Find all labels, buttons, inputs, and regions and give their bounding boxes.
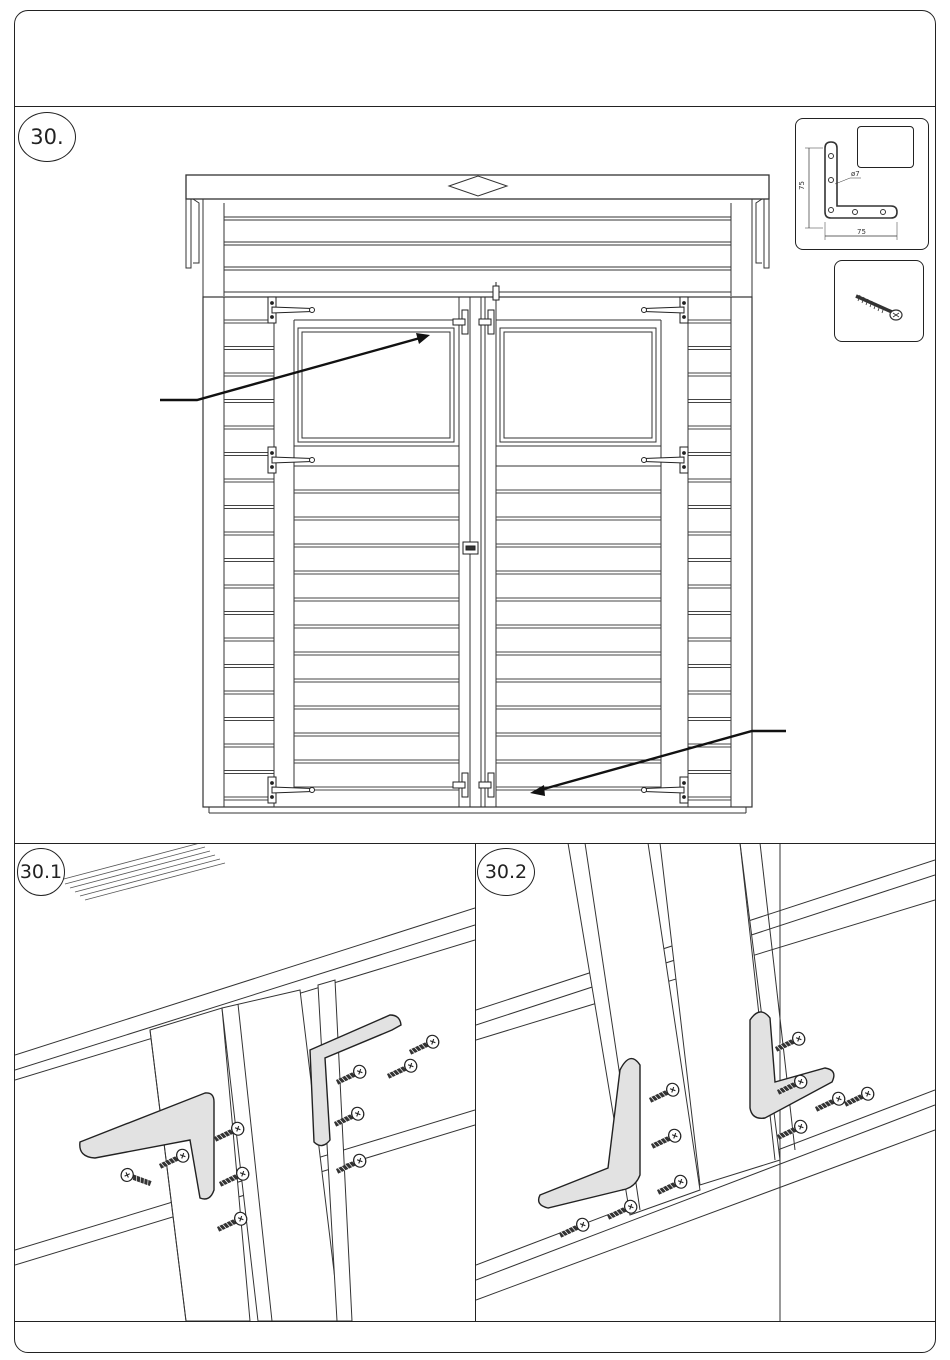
step-number-badge: 30. (18, 112, 76, 162)
detail-30-1 (15, 843, 475, 1321)
bracket-height-label: 75 (798, 181, 806, 190)
screw (773, 1030, 807, 1055)
screw-icon (834, 260, 924, 342)
bracket-30-2-left (539, 1059, 640, 1208)
quantity-box (857, 126, 914, 168)
bracket-part-box: 75 75 ø7 (795, 118, 929, 250)
detail-30-2 (476, 843, 935, 1321)
screw-part-box (834, 260, 924, 342)
substep-badge-30-2: 30.2 (477, 848, 535, 896)
screw (842, 1085, 876, 1110)
bracket-width-label: 75 (857, 228, 866, 236)
bracket-30-2-right (750, 1012, 834, 1118)
screw (407, 1033, 441, 1058)
bracket-hole-label: ø7 (851, 170, 860, 178)
screw (557, 1216, 591, 1241)
screw (119, 1167, 153, 1190)
screw (813, 1090, 847, 1115)
substep-badge-30-1: 30.1 (17, 848, 65, 896)
screw (385, 1057, 419, 1082)
